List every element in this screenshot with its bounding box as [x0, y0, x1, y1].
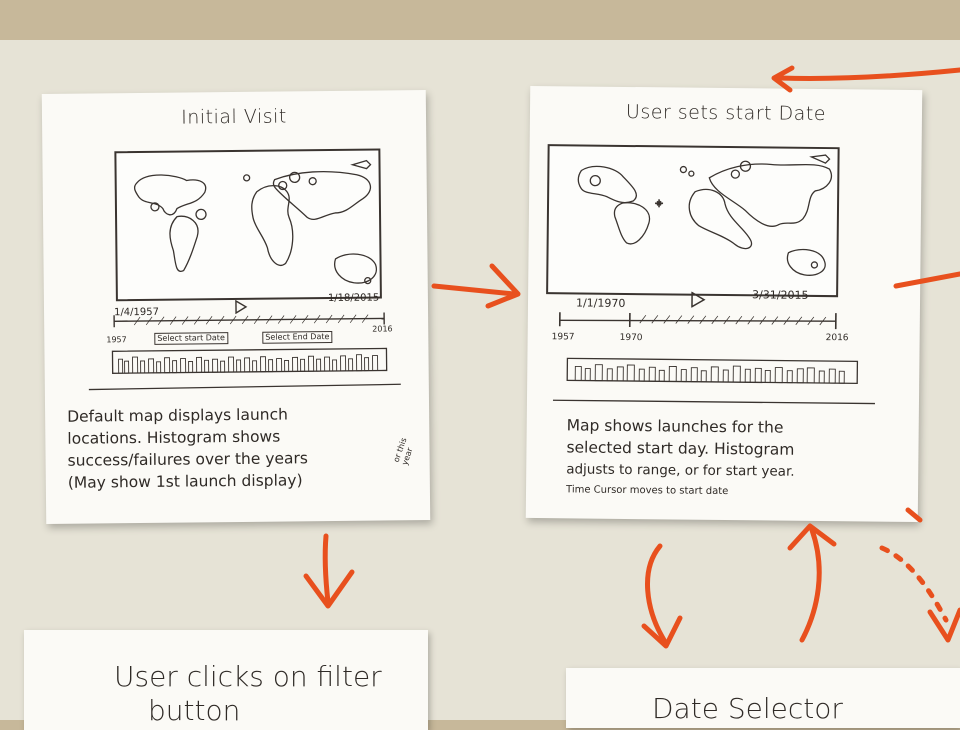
arrow-down-icon [644, 546, 680, 646]
arrow-up-icon [790, 526, 834, 640]
arrow-right-icon [434, 266, 518, 306]
arrow-right-icon [896, 274, 960, 286]
arrow-left-icon [774, 68, 960, 90]
arrow-down-icon [306, 536, 352, 606]
arrow-down-icon [882, 548, 946, 620]
